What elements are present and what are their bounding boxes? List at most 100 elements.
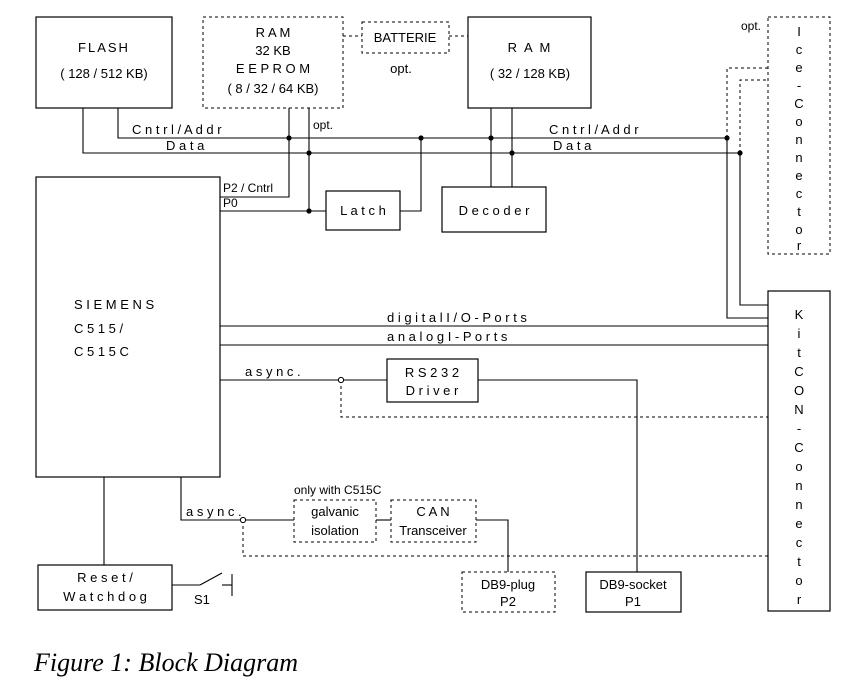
ice-letter: c: [796, 186, 803, 201]
ice-letter: C: [794, 96, 803, 111]
galvanic-isolation-block: galvanic isolation: [293, 499, 377, 543]
batterie-block: BATTERIE opt.: [361, 21, 450, 76]
kitcon-letter: O: [794, 383, 804, 398]
can-line1: C A N: [416, 504, 449, 519]
db9-plug-block: DB9-plug P2: [461, 571, 556, 613]
ice-letter: o: [795, 222, 802, 237]
rs232-line1: R S 2 3 2: [405, 365, 459, 380]
async1-dashed: [340, 380, 768, 418]
rs232-line2: D r i v e r: [406, 383, 459, 398]
ice-letter: I: [797, 24, 801, 39]
kitcon-connector-block: K i t C O N - C o n n e c t o r: [767, 290, 831, 612]
reset-line2: W a t c h d o g: [63, 589, 147, 604]
data-label-left: D a t a: [166, 138, 205, 153]
junction-dot: [418, 135, 424, 141]
reset-line1: R e s e t /: [77, 570, 133, 585]
kitcon-letter: t: [797, 345, 801, 360]
kitcon-letter: r: [797, 592, 802, 607]
async1-junction-circle: [337, 376, 345, 384]
ice-letter: e: [795, 168, 802, 183]
async2-line: [180, 477, 294, 521]
flash-size: ( 128 / 512 KB): [60, 66, 147, 81]
ice-letter: t: [797, 204, 801, 219]
kitcon-letter: n: [795, 478, 802, 493]
cntrl-addr-label-right: C n t r l / A d d r: [549, 122, 639, 137]
addr-to-kitcon: [726, 138, 768, 319]
junction-dot: [724, 135, 730, 141]
junction-dot: [306, 150, 312, 156]
ram2-size: ( 32 / 128 KB): [490, 66, 570, 81]
opt-label-mid: opt.: [313, 118, 333, 132]
batterie-opt: opt.: [390, 61, 412, 76]
ice-letter: r: [797, 238, 802, 253]
db9-plug-line2: P2: [500, 594, 516, 609]
ice-letter: n: [795, 132, 802, 147]
data-bus: [82, 108, 740, 154]
ram-eeprom-line1: R A M: [256, 25, 291, 40]
kitcon-letter: C: [794, 364, 803, 379]
kitcon-letter: -: [797, 421, 801, 436]
latch-block: L a t c h: [325, 190, 401, 231]
junction-dot: [737, 150, 743, 156]
ice-link-2: [739, 79, 768, 153]
siemens-block: S I E M E N S C 5 1 5 / C 5 1 5 C: [35, 176, 221, 478]
kitcon-letter: C: [794, 440, 803, 455]
galvanic-line2: isolation: [311, 523, 359, 538]
cntrl-addr-bus: [117, 108, 727, 139]
kitcon-letter: t: [797, 554, 801, 569]
can-line2: Transceiver: [399, 523, 467, 538]
decoder-block: D e c o d e r: [441, 186, 547, 233]
junction-dot: [286, 135, 292, 141]
digital-io-label: d i g i t a l I / O - P o r t s: [387, 310, 527, 325]
ice-letter: n: [795, 150, 802, 165]
ice-link-1: [726, 67, 768, 138]
kitcon-letter: N: [794, 402, 803, 417]
ice-opt: opt.: [741, 19, 761, 33]
ram-eeprom-line3: E E P R O M: [236, 61, 310, 76]
ram-eeprom-line4: ( 8 / 32 / 64 KB): [227, 81, 318, 96]
kitcon-letter: o: [795, 573, 802, 588]
junction-dot: [509, 150, 515, 156]
s1-label: S1: [194, 592, 210, 607]
decoder-label: D e c o d e r: [459, 203, 530, 218]
reset-watchdog-block: R e s e t / W a t c h d o g: [37, 564, 173, 611]
figure-caption: Figure 1: Block Diagram: [33, 648, 298, 677]
ice-letter: o: [795, 114, 802, 129]
siemens-line2: C 5 1 5 /: [74, 321, 124, 336]
flash-block: FLASH ( 128 / 512 KB): [35, 16, 173, 109]
async2-dashed: [242, 520, 768, 557]
ram2-block: R A M ( 32 / 128 KB): [467, 16, 592, 109]
can-to-db9-plug: [476, 519, 509, 572]
ice-letter: c: [796, 42, 803, 57]
ram-eeprom-line2: 32 KB: [255, 43, 290, 58]
rs232-to-db9-socket: [478, 379, 638, 572]
ice-letter: e: [795, 60, 802, 75]
cntrl-addr-label-left: C n t r l / A d d r: [132, 122, 222, 137]
can-transceiver-block: C A N Transceiver: [390, 499, 477, 543]
junction-dots: [239, 135, 743, 524]
ram2-title: R A M: [508, 40, 553, 55]
kitcon-letter: o: [795, 459, 802, 474]
db9-socket-line1: DB9-socket: [599, 577, 667, 592]
data-label-right: D a t a: [553, 138, 592, 153]
db9-socket-block: DB9-socket P1: [585, 571, 682, 613]
p2-cntrl-label: P2 / Cntrl: [223, 181, 273, 195]
kitcon-letter: K: [795, 307, 804, 322]
ram-eeprom-block: R A M 32 KB E E P R O M ( 8 / 32 / 64 KB…: [202, 16, 344, 109]
kitcon-letter: c: [796, 535, 803, 550]
s1-switch-blade: [199, 572, 223, 586]
siemens-line1: S I E M E N S: [74, 297, 155, 312]
siemens-line3: C 5 1 5 C: [74, 344, 129, 359]
ice-connector-block: opt. I c e - C o n n e c t o r: [741, 16, 831, 255]
galvanic-line1: galvanic: [311, 504, 359, 519]
junction-dot: [488, 135, 494, 141]
kitcon-letter: e: [795, 516, 802, 531]
junction-dot: [306, 208, 312, 214]
wires: [82, 35, 768, 596]
rs232-driver-block: R S 2 3 2 D r i v e r: [386, 358, 479, 403]
only-with-c515c-label: only with C515C: [294, 483, 382, 497]
async2-junction-circle: [239, 516, 247, 524]
kitcon-letter: n: [795, 497, 802, 512]
db9-socket-line2: P1: [625, 594, 641, 609]
